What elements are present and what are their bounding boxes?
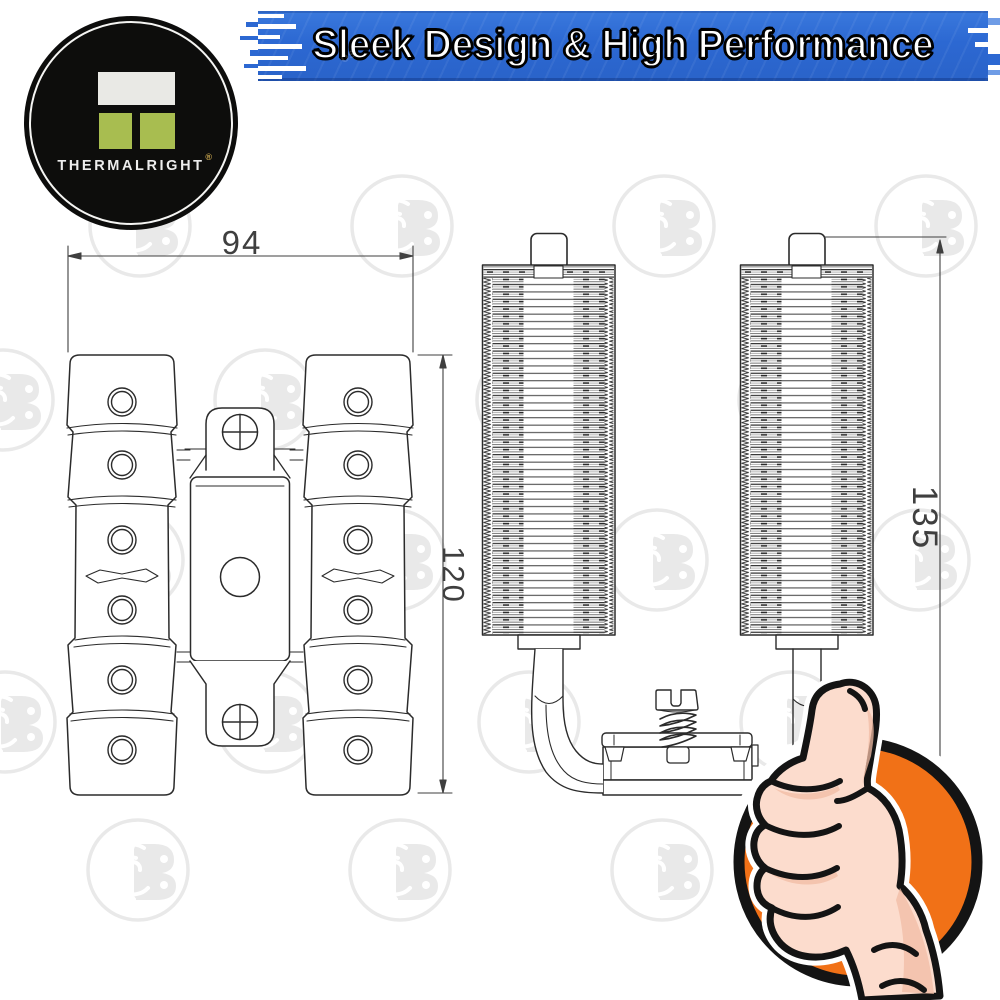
promo-banner: Sleek Design & High Performance bbox=[258, 11, 988, 81]
banner-title: Sleek Design & High Performance bbox=[311, 20, 934, 68]
logo-green-block-left bbox=[99, 113, 132, 149]
brand-logo: THERMALRIGHT ® bbox=[24, 16, 238, 230]
dim-135-lines bbox=[823, 236, 947, 779]
dim-label-width: 94 bbox=[221, 224, 263, 261]
registered-trademark: ® bbox=[205, 152, 212, 162]
heatsink-top-view bbox=[66, 245, 453, 796]
thumbs-up-badge bbox=[724, 673, 992, 1000]
dim-label-total-height: 135 bbox=[905, 485, 944, 551]
logo-top-bar bbox=[98, 72, 175, 105]
dim-94-lines bbox=[67, 245, 414, 353]
mounting-bracket-top-view bbox=[184, 407, 296, 747]
logo-green-block-right bbox=[140, 113, 175, 149]
dim-label-fin-height: 120 bbox=[436, 546, 471, 604]
brand-name: THERMALRIGHT bbox=[57, 158, 205, 174]
slotted-spring-screw-icon bbox=[655, 689, 699, 764]
phillips-screw-icon bbox=[221, 703, 259, 741]
thumbs-up-hand-icon bbox=[750, 678, 944, 1000]
phillips-screw-icon bbox=[221, 413, 259, 451]
fin-stack-side-views bbox=[481, 232, 947, 796]
dim-120-lines bbox=[417, 354, 453, 794]
